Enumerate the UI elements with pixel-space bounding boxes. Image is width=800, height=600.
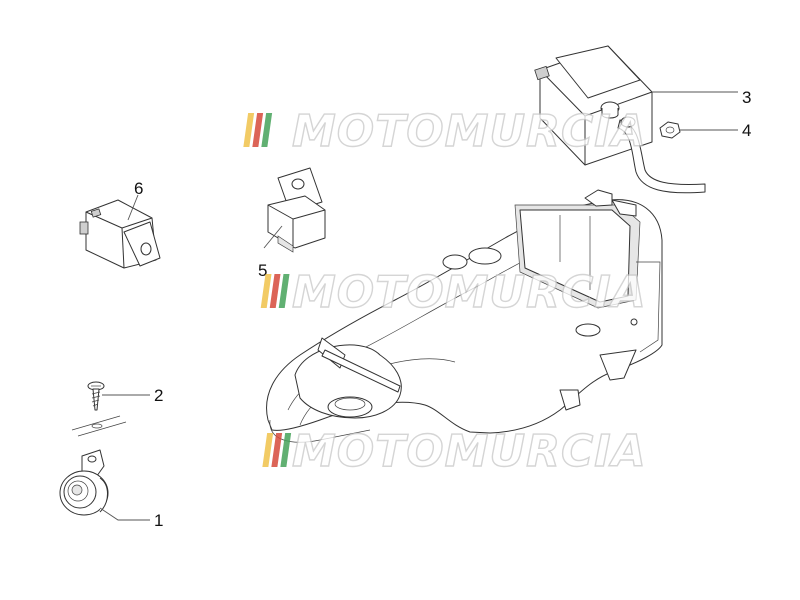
screw [71,381,127,437]
watermark-text: MOTOMURCIA [292,106,647,157]
callout-6: 6 [134,179,143,198]
watermark-stripe-red [269,274,281,308]
watermark-stripe-green [280,433,292,467]
watermark-stripe-red [271,433,283,467]
watermark-stripe-yellow [262,433,274,467]
callout-3: 3 [742,88,751,107]
leader-lines [99,91,738,521]
watermark-stripe-yellow [260,274,272,308]
battery [534,45,706,194]
watermark-text: MOTOMURCIA [292,426,647,477]
callout-1: 1 [154,511,163,530]
watermark-stripe-red [252,113,264,147]
watermark-stripe-yellow [243,113,255,147]
flasher-module [79,199,161,269]
relay [267,167,326,253]
callout-2: 2 [154,386,163,405]
underseat-body-frame [266,189,663,443]
callout-5: 5 [258,261,267,280]
watermark-stripe-green [261,113,273,147]
watermark-top: MOTOMURCIA [243,105,647,158]
watermark-stripe-green [278,274,290,308]
watermark-middle: MOTOMURCIA [260,266,647,319]
horn [59,449,109,516]
watermark-bottom: MOTOMURCIA [262,425,647,478]
battery-nut [659,121,681,139]
watermark-text: MOTOMURCIA [292,267,647,318]
callout-4: 4 [742,121,751,140]
